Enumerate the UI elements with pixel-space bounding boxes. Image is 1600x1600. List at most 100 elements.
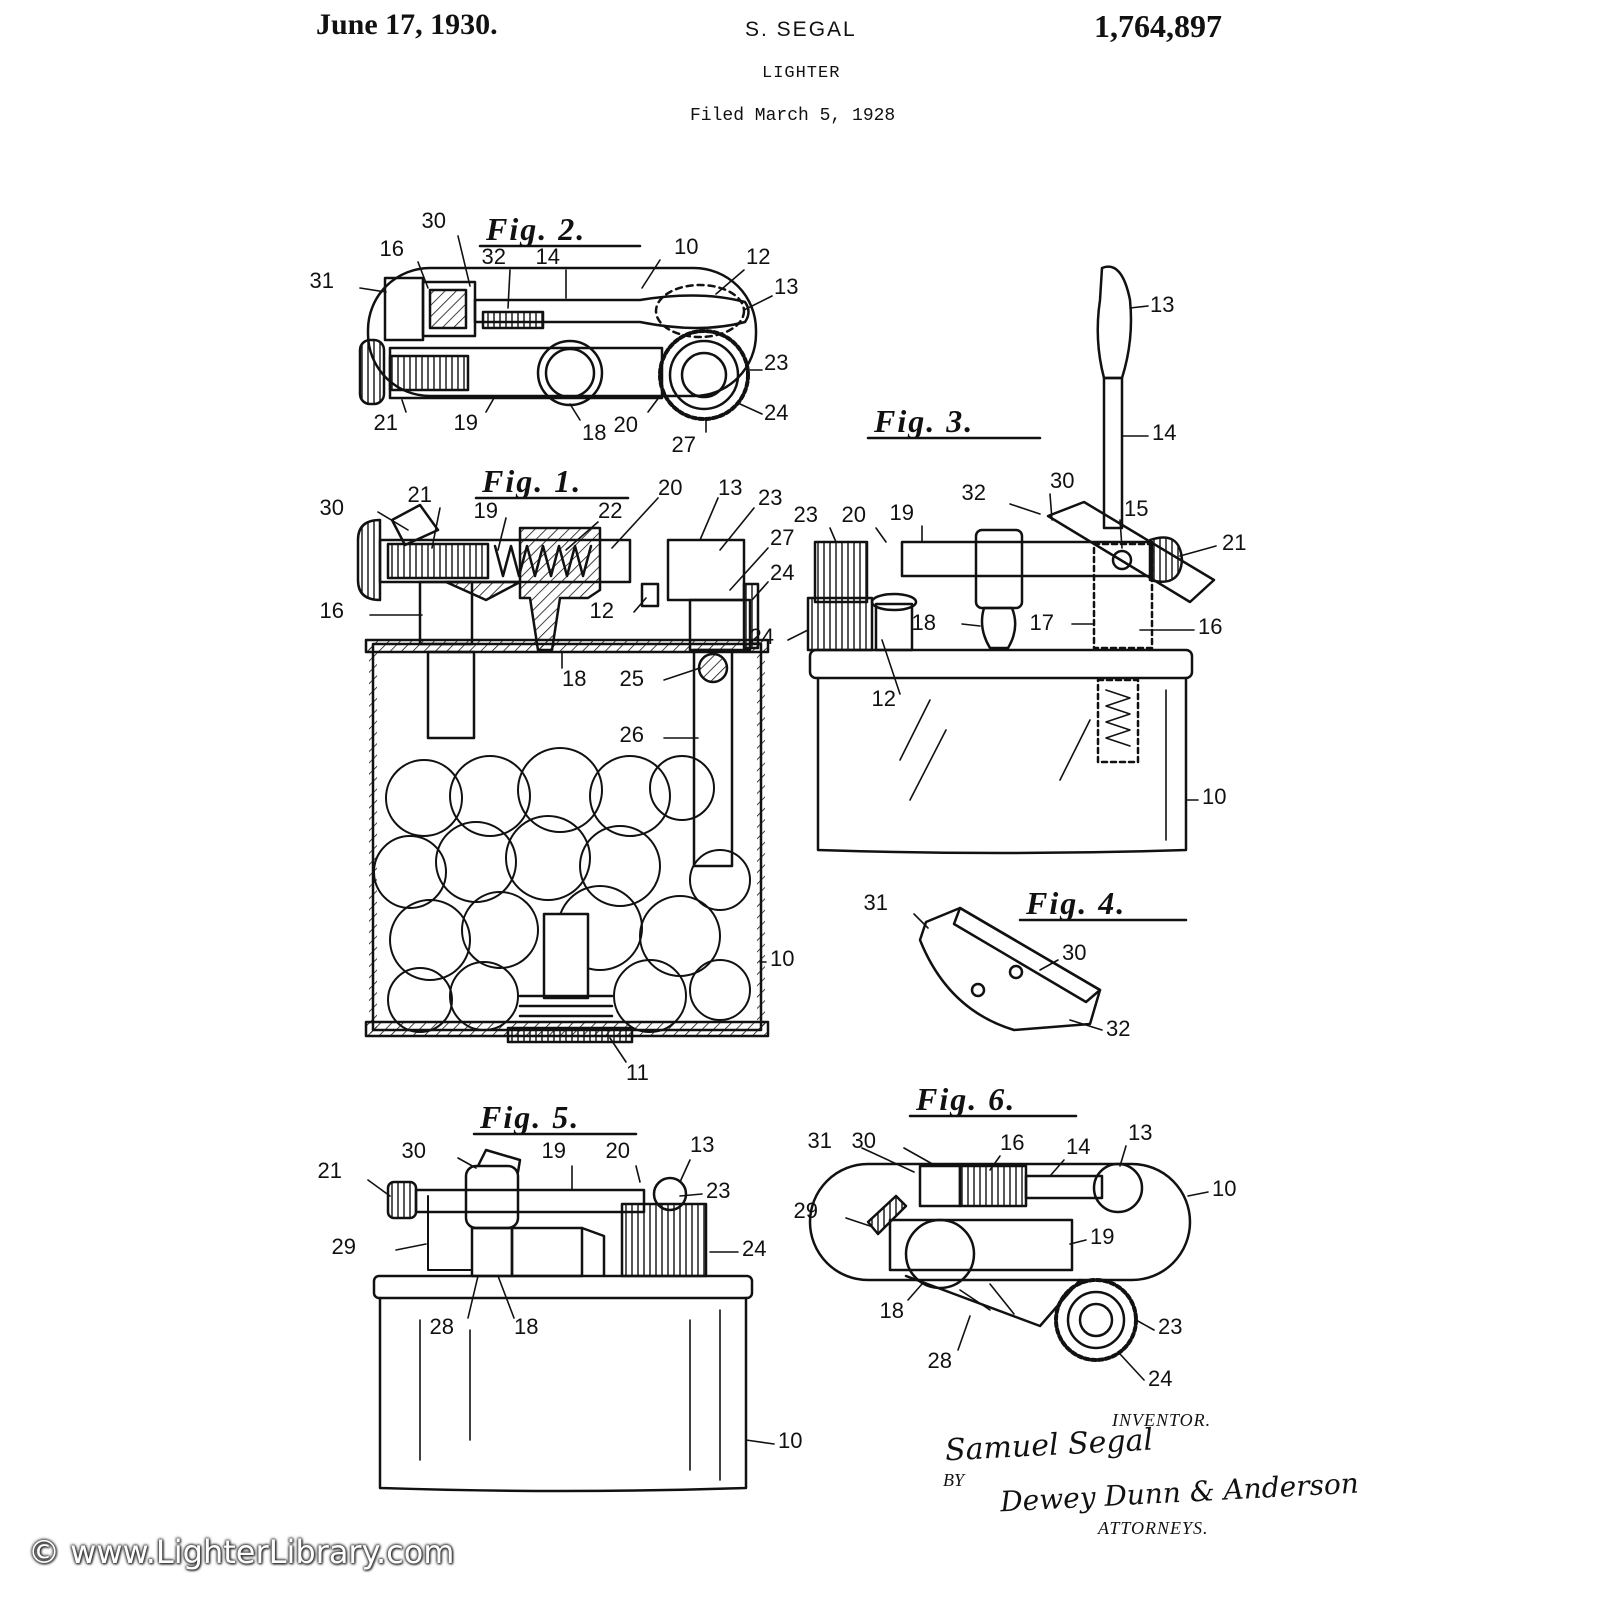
fig5-leader-18: [497, 1275, 515, 1319]
fig3-ref-30: 30: [1050, 468, 1074, 493]
fig6-leader-14: [1049, 1159, 1065, 1177]
fig2-leader-18: [569, 403, 581, 421]
fig6-ref-19: 19: [1090, 1224, 1114, 1249]
fig5-ref-28: 28: [430, 1314, 454, 1339]
fig1-ref-18: 18: [562, 666, 586, 691]
fig3-leader-13: [1129, 305, 1149, 309]
fig6-leader-24: [1119, 1353, 1145, 1381]
figure-3: Fig. 3.: [806, 265, 1216, 855]
fig1-leader-22: [565, 521, 599, 551]
figure-4: Fig. 4.: [918, 885, 1188, 1032]
figure-5: Fig. 5.: [372, 1099, 754, 1493]
figure-4-title: Fig. 4.: [1025, 885, 1126, 921]
fig1-ref-13: 13: [718, 475, 742, 500]
fig6-leader-30: [903, 1147, 937, 1167]
fig5-ref-18: 18: [514, 1314, 538, 1339]
fig2-ref-10: 10: [674, 234, 698, 259]
fig6-ref-14: 14: [1066, 1134, 1090, 1159]
fig3-ref-32: 32: [962, 480, 986, 505]
fig1-ref-11: 11: [626, 1060, 649, 1085]
fig3-ref-24: 24: [750, 624, 774, 649]
fig1-ref-20: 20: [658, 475, 682, 500]
fig5-leader-29: [395, 1243, 427, 1251]
fig1-ref-30: 30: [320, 495, 344, 520]
inventor-name: S. SEGAL: [745, 18, 857, 41]
fig1-ref-22: 22: [598, 498, 622, 523]
fig3-ref-16: 16: [1198, 614, 1222, 639]
fig5-ref-13: 13: [690, 1132, 714, 1157]
fig4-leader-32: [1069, 1019, 1103, 1031]
fig3-leader-18: [961, 623, 981, 627]
fig5-ref-24: 24: [742, 1236, 766, 1261]
fig6-leader-19: [1069, 1239, 1087, 1245]
fig5-ref-21: 21: [318, 1158, 342, 1183]
patent-title: LIGHTER: [762, 64, 841, 83]
fig5-leader-10: [745, 1439, 775, 1445]
fig2-leader-32: [507, 269, 511, 309]
fig1-leader-12: [633, 597, 647, 613]
fig2-ref-18: 18: [582, 420, 606, 445]
fig5-ref-29: 29: [332, 1234, 356, 1259]
fig2-ref-19: 19: [454, 410, 478, 435]
fig2-leader-31: [359, 287, 387, 293]
figure-1-title: Fig. 1.: [481, 463, 582, 499]
fig2-ref-32: 32: [482, 244, 506, 269]
fig5-leader-28: [467, 1275, 479, 1319]
fig5-leader-21: [367, 1179, 391, 1197]
fig2-ref-13: 13: [774, 274, 798, 299]
fig2-leader-16: [417, 261, 429, 289]
fig6-leader-29: [845, 1217, 871, 1227]
fig2-ref-16: 16: [380, 236, 404, 261]
fig6-ref-23: 23: [1158, 1314, 1182, 1339]
patent-date: June 17, 1930.: [316, 8, 498, 41]
fig1-leader-25: [663, 667, 701, 681]
fig4-ref-31: 31: [864, 890, 888, 915]
fig1-leader-27: [729, 547, 769, 591]
fig1-ref-25: 25: [620, 666, 644, 691]
fig6-leader-16: [989, 1155, 1001, 1171]
fig3-ref-14: 14: [1152, 420, 1176, 445]
fig3-ref-21: 21: [1222, 530, 1246, 555]
fig1-ref-27: 27: [770, 525, 794, 550]
inventor-label: INVENTOR.: [1112, 1410, 1212, 1430]
attorneys-label: ATTORNEYS.: [1098, 1518, 1209, 1538]
fig5-leader-13: [679, 1159, 691, 1183]
fig2-ref-14: 14: [536, 244, 560, 269]
fig4-leader-30: [1039, 959, 1059, 971]
fig6-leader-10: [1187, 1191, 1209, 1197]
fig3-ref-19: 19: [890, 500, 914, 525]
fig3-ref-10: 10: [1202, 784, 1226, 809]
fig3-ref-15: 15: [1124, 496, 1148, 521]
fig3-leader-32: [1009, 503, 1041, 515]
figure-1: Fig. 1.: [356, 463, 770, 1044]
fig6-ref-13: 13: [1128, 1120, 1152, 1145]
fig2-ref-20: 20: [614, 412, 638, 437]
fig3-ref-12: 12: [872, 686, 896, 711]
fig3-leader-24: [787, 629, 809, 641]
fig3-leader-12: [881, 639, 901, 695]
filing-date: Filed March 5, 1928: [690, 106, 896, 126]
fig2-ref-24: 24: [764, 400, 788, 425]
fig3-leader-20: [875, 527, 887, 543]
fig1-ref-24: 24: [770, 560, 794, 585]
fig1-leader-21: [431, 507, 441, 549]
fig2-ref-27: 27: [672, 432, 696, 457]
fig2-leader-12: [715, 269, 745, 295]
figure-3-title: Fig. 3.: [873, 403, 974, 439]
fig2-ref-30: 30: [422, 208, 446, 233]
fig6-ref-10: 10: [1212, 1176, 1236, 1201]
fig3-ref-23: 23: [794, 502, 818, 527]
fig5-ref-23: 23: [706, 1178, 730, 1203]
fig5-ref-10: 10: [778, 1428, 802, 1453]
fig1-ref-12: 12: [590, 598, 614, 623]
fig5-ref-19: 19: [542, 1138, 566, 1163]
fig6-leader-31: [861, 1147, 915, 1173]
fig5-leader-20: [635, 1165, 641, 1183]
fig2-ref-31: 31: [310, 268, 334, 293]
fig1-ref-21: 21: [408, 482, 432, 507]
fig1-ref-26: 26: [620, 722, 644, 747]
fig3-leader-23: [829, 527, 837, 543]
fig5-ref-20: 20: [606, 1138, 630, 1163]
